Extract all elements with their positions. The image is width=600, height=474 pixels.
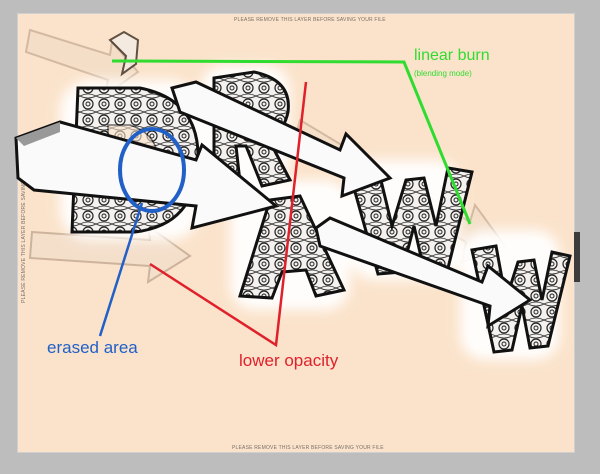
linear-burn-pointer	[111, 59, 472, 225]
lower-opacity-pointer	[149, 81, 308, 348]
linear-burn-label: linear burn	[414, 47, 490, 64]
canvas-notice-top: PLEASE REMOVE THIS LAYER BEFORE SAVING Y…	[234, 17, 386, 23]
arrow-top-left	[108, 30, 140, 77]
erased-area-label: erased area	[47, 338, 138, 357]
blending-mode-label: (blending mode)	[414, 69, 472, 78]
erased-area-pointer	[98, 202, 144, 337]
panel-edge	[574, 232, 580, 282]
letter-a	[237, 194, 347, 300]
lower-opacity-label: lower opacity	[239, 351, 339, 370]
arrow-lower-right	[314, 216, 533, 329]
canvas-notice-bottom: PLEASE REMOVE THIS LAYER BEFORE SAVING Y…	[232, 445, 384, 451]
erased-area-circle	[118, 127, 186, 213]
arrow-upper-right	[170, 80, 393, 199]
